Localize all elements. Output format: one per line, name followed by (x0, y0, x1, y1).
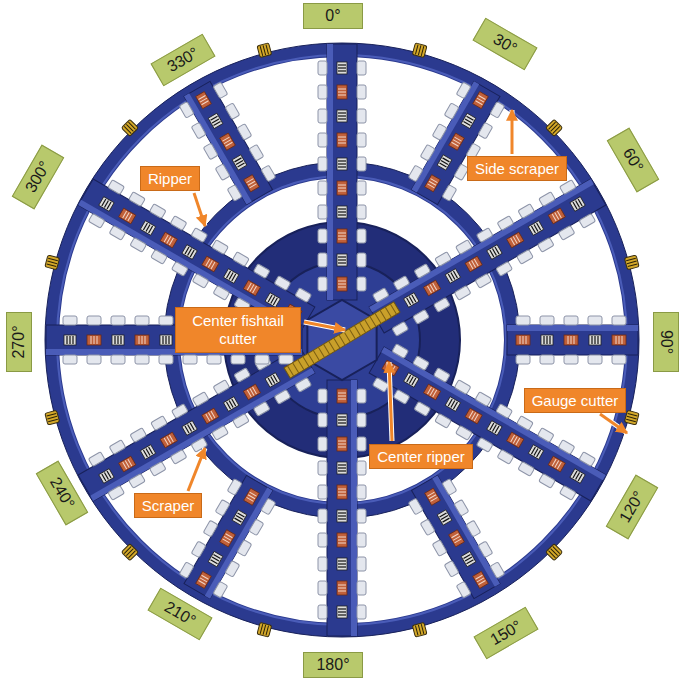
cutter-arm (365, 171, 611, 341)
label-text: 270° (10, 323, 28, 361)
label-text: Scraper (142, 497, 195, 514)
leader-arrow (600, 414, 627, 433)
leader-arrow (194, 193, 205, 226)
cutter-arm (318, 380, 366, 636)
rim-gauge-cutter (546, 544, 563, 561)
angle-label: 60° (607, 128, 660, 193)
leader-outline (389, 362, 392, 441)
rim-gauge-cutter (412, 622, 427, 637)
angle-label: 120° (606, 475, 659, 540)
callout-box: Gauge cutter (524, 388, 627, 413)
center-hexagon (307, 300, 376, 380)
leader-outline (188, 448, 205, 491)
callout-box: Scraper (134, 493, 203, 518)
label-text: Ripper (148, 170, 192, 187)
leader-arrow (188, 448, 205, 491)
label-text: 60° (616, 139, 651, 181)
angle-label: 180° (303, 652, 363, 678)
leader-arrow (304, 322, 345, 330)
cutterhead-ring (52, 50, 632, 630)
leader-arrow (389, 362, 392, 441)
cutter-arm (507, 316, 638, 364)
label-text: Side scraper (475, 160, 559, 177)
cutter-arm (404, 77, 508, 209)
ring-edge (164, 162, 520, 518)
angle-label: 90° (653, 312, 679, 372)
ring-highlight (57, 55, 627, 625)
cutter-arm (176, 471, 280, 603)
ring-edge (45, 43, 639, 637)
rim-gauge-cutter (45, 410, 60, 425)
label-text: 120° (615, 486, 650, 528)
rim-gauge-cutter (121, 119, 138, 136)
label-text: 240° (45, 472, 80, 514)
label-text: Center fishtail cutter (182, 312, 294, 348)
cutter-arm (365, 339, 611, 509)
leader-arrow (511, 110, 514, 154)
label-text: Gauge cutter (532, 392, 619, 409)
rim-gauge-cutter (45, 255, 60, 270)
cutter-arm (404, 471, 508, 603)
rim-gauge-cutter (624, 255, 639, 270)
cutter-arm (74, 339, 320, 509)
label-text: 150° (485, 616, 527, 651)
label-text: 30° (484, 27, 526, 62)
rim-gauge-cutter (546, 119, 563, 136)
leader-outline (194, 193, 205, 226)
rim-gauge-cutter (257, 43, 272, 58)
label-text: 0° (314, 7, 352, 25)
leader-outline (510, 110, 515, 154)
rim-gauge-cutter (257, 622, 272, 637)
label-text: Center ripper (377, 448, 465, 465)
label-text: 90° (657, 323, 675, 361)
callout-box: Center fishtail cutter (175, 307, 301, 353)
angle-label: 0° (303, 3, 363, 29)
rim-gauge-cutter (121, 544, 138, 561)
cutter-arm (318, 44, 366, 300)
label-text: 300° (21, 156, 56, 198)
angle-label: 30° (473, 18, 538, 71)
rim-gauge-cutter (624, 410, 639, 425)
callout-box: Center ripper (369, 444, 473, 469)
label-text: 180° (314, 656, 352, 674)
label-text: 330° (162, 43, 204, 78)
leader-outline (304, 322, 345, 330)
callout-box: Side scraper (467, 156, 567, 181)
angle-label: 270° (6, 312, 32, 372)
label-text: 210° (159, 597, 201, 632)
callout-box: Ripper (140, 166, 200, 191)
angle-label: 150° (474, 607, 539, 660)
leader-outline (600, 414, 627, 433)
angle-label: 300° (12, 145, 65, 210)
fishtail-cutter (284, 302, 400, 378)
rim-gauge-cutter (412, 43, 427, 58)
